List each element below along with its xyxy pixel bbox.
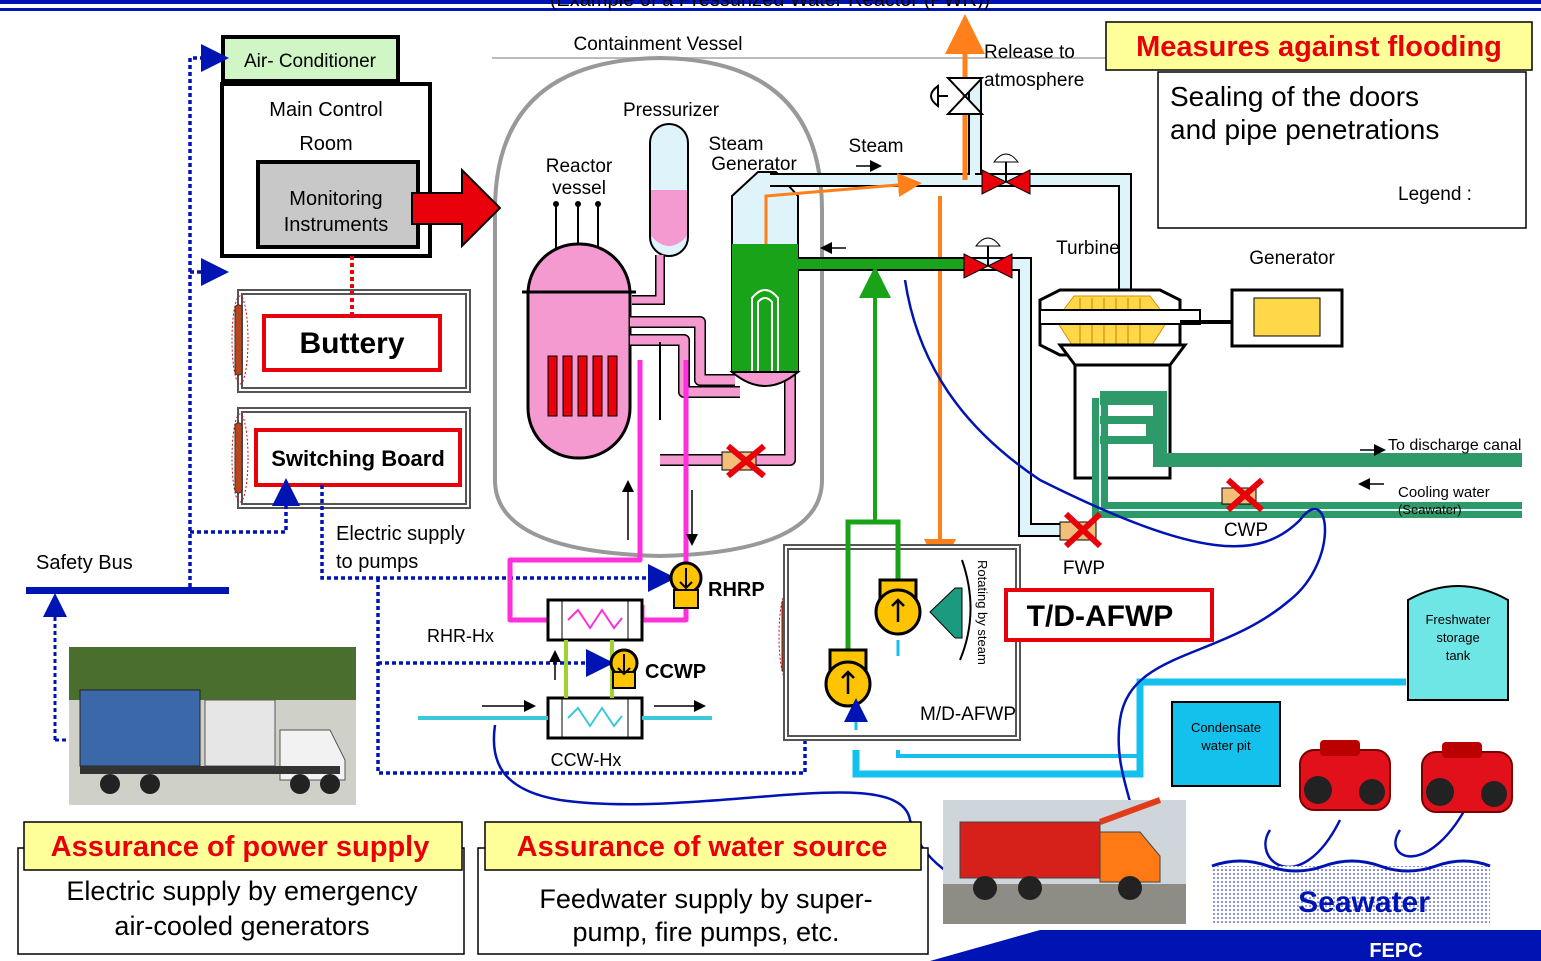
steam-generator [729,171,801,387]
water-text-1: Feedwater supply by super- [539,884,872,914]
ccw-hx-label: CCW-Hx [551,750,622,770]
steam-generator-label-2: Generator [711,154,797,175]
steam-label: Steam [849,136,904,157]
page-title: (Example of a Pressurized Water Reactor … [550,0,990,11]
power-title-box [23,821,463,871]
freshwater-label-2: storage [1436,630,1479,645]
footer-band [930,930,1541,961]
power-title: Assurance of power supply [51,831,430,863]
rhr-pump-icon [669,561,703,609]
fire-pump-icon [1299,740,1391,811]
monitoring-instruments-label-1: Monitoring [289,188,382,210]
td-afwp-box [1004,588,1214,642]
steam-valve-icon [981,153,1031,195]
freshwater-label-3: tank [1446,648,1471,663]
closed-valve-icon [1063,511,1103,549]
steam-turbine-icon [929,587,963,639]
electric-supply-label-2: to pumps [336,551,418,573]
cooling-water-label-1: Cooling water [1398,484,1490,501]
fwp-label: FWP [1063,558,1105,579]
condensate-label-1: Condensate [1191,720,1261,735]
reactor-vessel [522,201,636,460]
release-valve-icon [930,77,985,115]
reactor-vessel-label-2: vessel [552,178,606,199]
safety-bus [26,587,229,594]
rotating-by-steam-label: Rotating by steam [975,560,990,665]
release-label-1: Release to [984,42,1075,63]
power-text-1: Electric supply by emergency [66,876,418,906]
switching-board-label: Switching Board [271,446,445,471]
reactor-vessel-label-1: Reactor [546,156,613,177]
main-control-room-label-1: Main Control [269,99,382,121]
power-text-2: air-cooled generators [114,911,369,941]
super-pump-truck-image [943,797,1186,924]
instrument-signal-arrow [411,167,502,249]
water-text-2: pump, fire pumps, etc. [572,917,839,947]
rhrp-label: RHRP [708,579,765,601]
ccwp-label: CCWP [645,661,706,683]
flooding-text-1: Sealing of the doors [1170,81,1419,112]
cwp-label: CWP [1224,520,1268,541]
ccw-pump-icon [609,648,639,689]
td-afwp-pump-icon [874,578,922,636]
discharge-canal-label: To discharge canal [1388,437,1521,454]
rhr-hx-label: RHR-Hx [427,626,494,646]
air-conditioner-box [221,35,400,83]
condensate-water-pit [1171,701,1281,787]
pressurizer-label: Pressurizer [623,100,720,121]
flooding-text-2: and pipe penetrations [1170,114,1439,145]
electric-supply-label-1: Electric supply [336,523,465,545]
switching-board-box [254,428,462,487]
monitoring-instruments-label-2: Instruments [284,214,388,236]
emergency-generator-truck-image [69,647,356,805]
footer-label: FEPC [1369,940,1422,961]
td-afwp-label: T/D-AFWP [1027,600,1174,633]
steam-generator-label-1: Steam [709,134,764,155]
closed-valve-icon [726,443,766,479]
legend-label: Legend : [1398,184,1472,205]
turbine-label: Turbine [1056,238,1120,259]
containment-vessel-label: Containment Vessel [574,34,743,55]
flooding-title-box [1105,21,1533,71]
water-title-box [484,821,922,871]
cooling-water-label-2: (Seawater) [1398,502,1462,517]
flooding-title: Measures against flooding [1136,31,1502,63]
freshwater-label-1: Freshwater [1425,612,1491,627]
main-control-room-label-2: Room [299,133,352,155]
condensate-label-2: water pit [1200,738,1251,753]
generator-label: Generator [1249,248,1335,269]
seawater-label: Seawater [1298,886,1430,919]
release-label-2: atmosphere [984,70,1084,91]
freshwater-tank [1407,585,1509,701]
battery-label: Buttery [299,327,404,360]
seawater-area [1212,866,1490,924]
closed-valve-icon [1226,477,1264,513]
safety-bus-label: Safety Bus [36,552,133,574]
md-afwp-label: M/D-AFWP [920,704,1016,725]
feedwater-valve-icon [963,237,1013,279]
water-title: Assurance of water source [517,831,888,863]
air-conditioner-label: Air- Conditioner [244,51,377,72]
md-afwp-pump-icon [824,648,872,708]
fire-pump-icon [1421,742,1513,813]
